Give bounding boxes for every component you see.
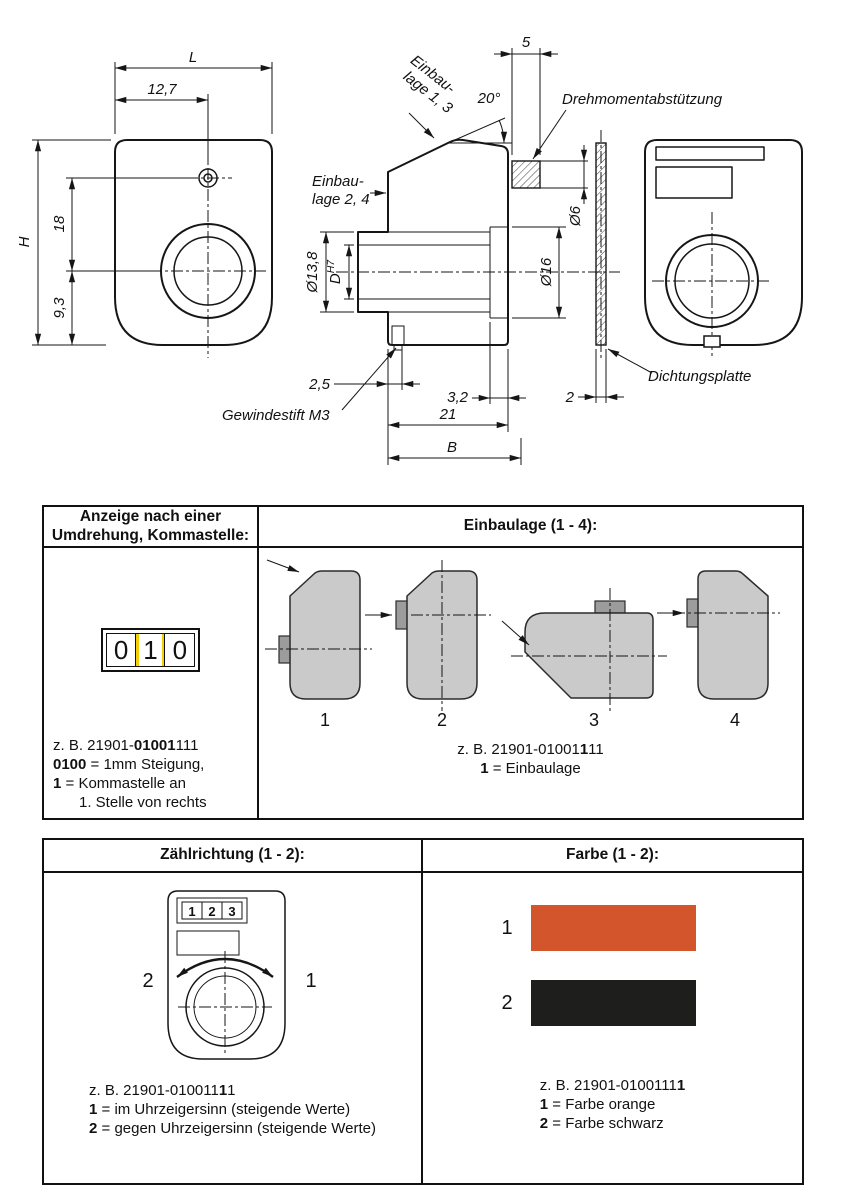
dim-21-label: 21 bbox=[439, 406, 457, 423]
color-option-orange: 1 bbox=[423, 905, 802, 951]
back-label-field bbox=[655, 166, 733, 199]
dim-B-label: B bbox=[447, 439, 457, 456]
counter-digit: 1 bbox=[188, 904, 195, 919]
order-code-example: z. B. 21901-01001111 bbox=[53, 736, 257, 755]
einbaulage-note: z. B. 21901-01001111 1 = Einbaulage bbox=[259, 740, 802, 778]
header-einbaulage: Einbaulage (1 - 4): bbox=[259, 507, 802, 548]
dim-25-label: 2,5 bbox=[308, 376, 331, 393]
position-4-label: 4 bbox=[730, 710, 740, 730]
dim-127-label: 12,7 bbox=[147, 81, 177, 98]
header-anzeige: Anzeige nach einer Umdrehung, Kommastell… bbox=[44, 507, 259, 548]
farbe-note: z. B. 21901-01001111 1 = Farbe orange 2 … bbox=[540, 1076, 685, 1133]
dim-32-label: 3,2 bbox=[447, 389, 469, 406]
order-code-example: z. B. 21901-01001111 bbox=[539, 1077, 686, 1094]
counter-digit-3: 0 bbox=[164, 633, 196, 667]
dim-D-H7-label: DH7 bbox=[325, 259, 344, 284]
direction-1-label: 1 bbox=[305, 970, 316, 992]
dim-L-label: L bbox=[189, 49, 197, 66]
dim-H-label: H bbox=[16, 236, 33, 247]
technical-drawing: L 12,7 H 18 9,3 5 bbox=[16, 34, 803, 465]
code-post: 111 bbox=[175, 737, 199, 754]
direction-2-label: 2 bbox=[142, 970, 153, 992]
dim-93-label: 9,3 bbox=[51, 297, 68, 319]
table-zaehlrichtung-farbe: Zählrichtung (1 - 2): Farbe (1 - 2): 1 2… bbox=[42, 838, 804, 1185]
front-view bbox=[114, 126, 273, 358]
note-line: 2 = Farbe schwarz bbox=[539, 1115, 664, 1132]
drehmomentabstuetzung-label: Drehmomentabstützung bbox=[562, 91, 723, 108]
note-line: 1 = Einbaulage bbox=[480, 760, 581, 777]
back-display-window bbox=[655, 146, 765, 161]
header-anzeige-line2: Umdrehung, Kommastelle: bbox=[51, 526, 250, 544]
color-swatch-schwarz bbox=[531, 980, 696, 1026]
anzeige-cell: 0 1 0 z. B. 21901-01001111 0100 = 1mm St… bbox=[44, 548, 259, 818]
einbaulage-positions-drawing: 1 2 bbox=[265, 559, 780, 730]
table-anzeige-einbaulage: Anzeige nach einer Umdrehung, Kommastell… bbox=[42, 505, 804, 820]
note-line: 1 = im Uhrzeigersinn (steigende Werte) bbox=[89, 1101, 351, 1118]
note-line: 2 = gegen Uhrzeigersinn (steigende Werte… bbox=[89, 1120, 376, 1137]
dim-d16-label: Ø16 bbox=[538, 257, 555, 287]
back-bottom-tab bbox=[703, 335, 721, 348]
color-swatch-orange bbox=[531, 905, 696, 951]
counter-digit: 2 bbox=[208, 904, 215, 919]
farbe-cell: 1 2 z. B. 21901-01001111 1 = Farbe orang… bbox=[423, 873, 802, 1183]
rotation-arrow bbox=[176, 957, 274, 978]
zaehlrichtung-cell: 1 2 3 2 1 z. B. 21901-01001111 1 = im Uh… bbox=[44, 873, 423, 1183]
position-3-label: 3 bbox=[589, 710, 599, 730]
header-farbe: Farbe (1 - 2): bbox=[423, 840, 802, 873]
color-option-schwarz: 2 bbox=[423, 980, 802, 1026]
einbaulage-position-1: 1 bbox=[265, 559, 372, 730]
einbaulage-2-4-label-line1: Einbau- bbox=[312, 173, 364, 190]
position-2-label: 2 bbox=[437, 710, 447, 730]
order-code-example: z. B. 21901-01001111 bbox=[457, 741, 604, 758]
order-code-example: z. B. 21901-01001111 bbox=[89, 1082, 236, 1099]
counter-display: 0 1 0 bbox=[100, 628, 201, 672]
einbaulage-position-3: 3 bbox=[501, 588, 667, 730]
dim-d6-label: Ø6 bbox=[567, 205, 584, 227]
side-view bbox=[336, 138, 620, 351]
torque-support-pin bbox=[511, 160, 541, 189]
gewindestift-label: Gewindestift M3 bbox=[222, 407, 330, 424]
set-screw bbox=[391, 325, 405, 346]
note-line: 1. Stelle von rechts bbox=[79, 794, 207, 811]
dim-2-label: 2 bbox=[565, 389, 575, 406]
einbaulage-position-2: 2 bbox=[365, 560, 491, 730]
counter-digit-2: 1 bbox=[135, 633, 166, 667]
counter-digit: 3 bbox=[228, 904, 235, 919]
dim-20deg-label: 20° bbox=[477, 90, 501, 107]
note-line: 1 = Kommastelle an bbox=[53, 775, 186, 792]
front-view-dimensions: L 12,7 H 18 9,3 bbox=[16, 49, 273, 346]
color-options: 1 2 bbox=[423, 905, 802, 1026]
dim-d138-label: Ø13,8 bbox=[304, 251, 321, 294]
einbaulage-position-4: 4 bbox=[657, 570, 780, 730]
color-2-label: 2 bbox=[501, 991, 513, 1014]
dim-18-label: 18 bbox=[51, 215, 68, 232]
counter-digit-1: 0 bbox=[105, 633, 137, 667]
dim-5-label: 5 bbox=[522, 34, 531, 51]
einbaulage-2-4-label-line2: lage 2, 4 bbox=[312, 191, 370, 208]
zaehlrichtung-note: z. B. 21901-01001111 1 = im Uhrzeigersin… bbox=[89, 1081, 376, 1138]
note-line: 1 = Farbe orange bbox=[539, 1096, 656, 1113]
label-field bbox=[176, 930, 240, 956]
code-bold: 01001 bbox=[133, 737, 176, 754]
einbaulage-cell: 1 2 bbox=[259, 548, 802, 818]
color-1-label: 1 bbox=[501, 916, 513, 939]
header-anzeige-line1: Anzeige nach einer bbox=[79, 507, 222, 525]
zaehlrichtung-drawing: 1 2 3 2 1 bbox=[142, 890, 317, 1060]
note-line: 0100 = 1mm Steigung, bbox=[53, 756, 205, 773]
code-pre: z. B. 21901- bbox=[53, 737, 134, 754]
anzeige-note: z. B. 21901-01001111 0100 = 1mm Steigung… bbox=[44, 736, 257, 812]
header-zaehlrichtung: Zählrichtung (1 - 2): bbox=[44, 840, 423, 873]
back-view bbox=[644, 139, 803, 356]
dichtungsplatte-label: Dichtungsplatte bbox=[648, 368, 751, 385]
seal-plate: 2 Dichtungsplatte bbox=[565, 130, 751, 406]
position-1-label: 1 bbox=[320, 710, 330, 730]
